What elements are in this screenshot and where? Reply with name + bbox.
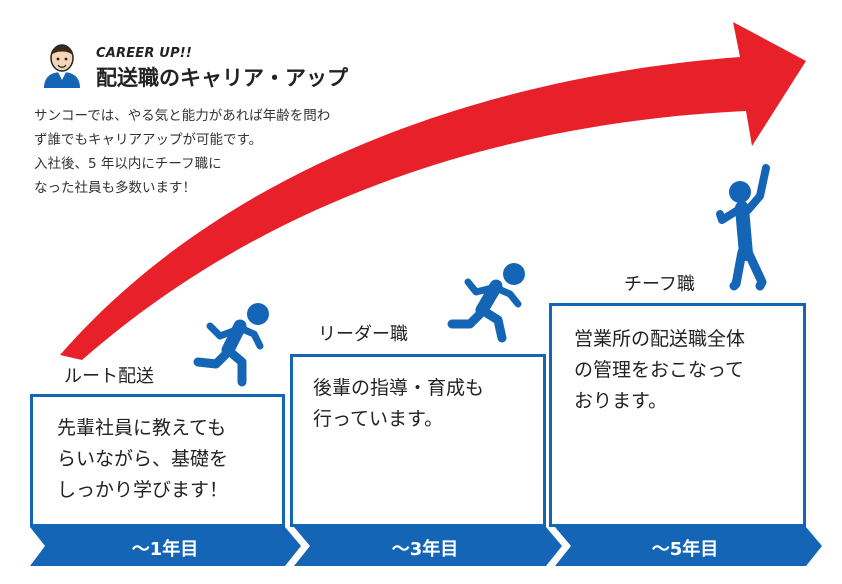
description-line: 行っています。 [313,408,444,430]
description-line: おります。 [574,390,668,412]
period-chevron-1 [30,527,301,566]
description-line: 先輩社員に教えても [57,417,227,439]
description-line: 営業所の配送職全体 [574,328,746,350]
running-person-icon [447,263,525,343]
stage-box-1: 先輩社員に教えても らいながら、基礎を しっかり学びます！ [30,394,285,527]
period-label-1: ～1年目 [131,539,199,560]
stage-box-2: 後輩の指導・育成も 行っています。 [290,354,546,527]
growth-arrow [60,22,806,360]
running-person-icon [193,303,269,387]
description-line: 後輩の指導・育成も [313,377,485,399]
stage-description: 後輩の指導・育成も 行っています。 [293,357,543,435]
period-chevron-3 [555,527,822,566]
description-line: らいながら、基礎を [57,448,229,470]
stage-label-route-delivery: ルート配送 [64,366,154,387]
stage-label-chief: チーフ職 [624,274,695,295]
intro-text: サンコーでは、やる気と能力があれば年齢を問わ ず誰でもキャリアアップが可能です。… [34,104,330,200]
person-avatar-icon [44,44,80,88]
intro-line: なった社員も多数います！ [34,180,196,196]
period-label-3: ～5年目 [651,539,719,560]
description-line: しっかり学びます！ [57,479,229,501]
stage-label-leader: リーダー職 [318,324,408,345]
description-line: の管理をおこなって [574,359,745,381]
period-chevron-2 [294,527,562,566]
cheering-person-icon [716,164,770,291]
intro-line: サンコーでは、やる気と能力があれば年齢を問わ [34,108,331,124]
intro-line: ず誰でもキャリアアップが可能です。 [34,132,263,148]
stage-description: 営業所の配送職全体 の管理をおこなって おります。 [552,306,803,417]
period-label-2: ～3年目 [391,539,459,560]
stage-box-3: 営業所の配送職全体 の管理をおこなって おります。 [549,303,806,527]
intro-line: 入社後、5 年以内にチーフ職に [34,156,222,172]
career-up-badge: CAREER UP!! [96,46,193,61]
page-title: 配送職のキャリア・アップ [96,66,348,90]
period-band [30,527,822,566]
stage-description: 先輩社員に教えても らいながら、基礎を しっかり学びます！ [33,397,282,506]
